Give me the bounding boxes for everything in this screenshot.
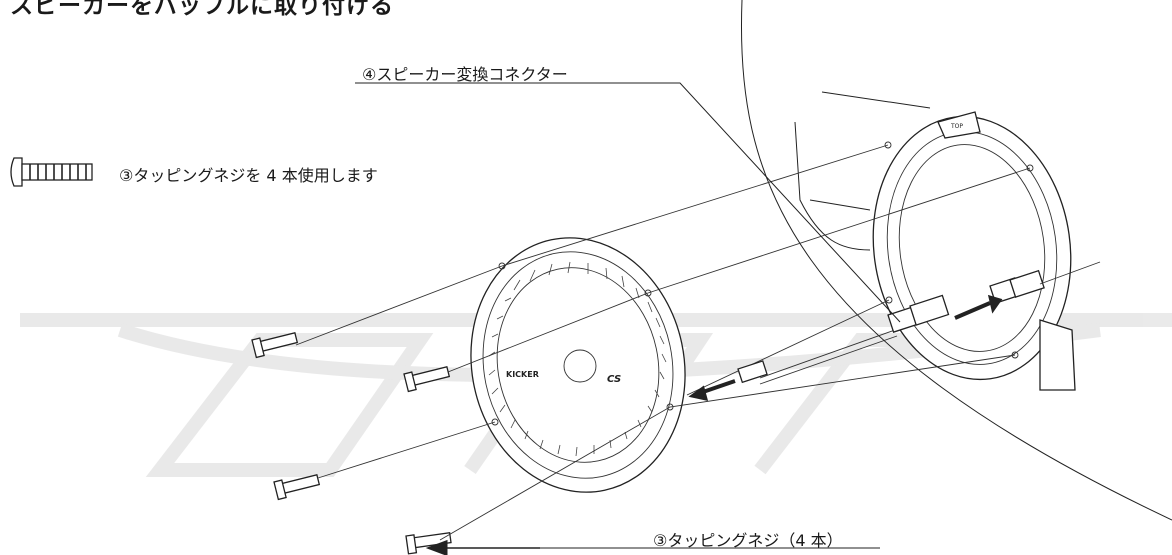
connector-label: ④スピーカー変換コネクター — [362, 65, 568, 84]
door-outline — [740, 0, 1172, 521]
screws-parts-label: ③タッピングネジ（4 本） — [653, 531, 843, 550]
speaker — [470, 237, 686, 493]
page-title: スピーカーをバッフルに取り付ける — [10, 0, 394, 19]
screw-icon — [10, 157, 93, 187]
speaker-brand: KICKER — [506, 370, 539, 379]
speaker-model: CS — [607, 374, 621, 385]
screw-2 — [403, 366, 451, 393]
speaker-connector — [737, 261, 1101, 385]
screw-4 — [405, 531, 452, 555]
screw-1 — [251, 332, 299, 359]
screws-usage-label: ③タッピングネジを 4 本使用します — [119, 166, 378, 185]
speaker-fins — [488, 261, 667, 457]
direction-arrows — [425, 294, 1003, 555]
baffle-top-mark: TOP — [950, 123, 963, 130]
alignment-lines — [295, 144, 1031, 541]
leader-lines — [355, 82, 901, 549]
door-panel-edge — [821, 91, 931, 109]
screw-3 — [273, 474, 321, 501]
